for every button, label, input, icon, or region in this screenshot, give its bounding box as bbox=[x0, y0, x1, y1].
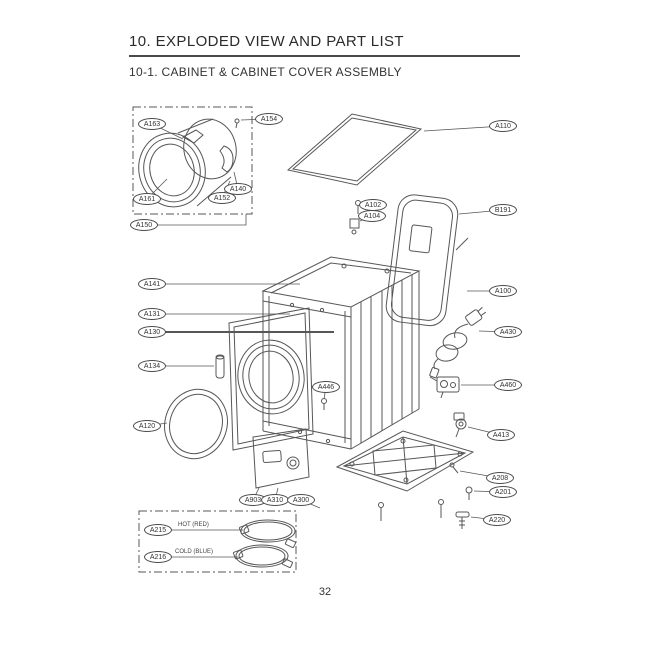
part-callout-A208: A208 bbox=[486, 472, 514, 484]
top-plate-art bbox=[286, 113, 423, 186]
pointer-arrow bbox=[455, 237, 469, 251]
hoses-art bbox=[232, 519, 296, 569]
part-callout-A110: A110 bbox=[489, 120, 517, 132]
part-callout-A216: A216 bbox=[144, 551, 172, 563]
part-callout-A446: A446 bbox=[312, 381, 340, 393]
page-header: 10. EXPLODED VIEW AND PART LIST 10-1. CA… bbox=[129, 33, 521, 79]
part-callout-B191: B191 bbox=[489, 204, 517, 216]
hinge-pin-art bbox=[215, 354, 225, 379]
base-tray-art bbox=[335, 430, 475, 492]
leader-line-A150 bbox=[144, 214, 247, 226]
part-callout-A460: A460 bbox=[494, 379, 522, 391]
part-callout-A152: A152 bbox=[208, 192, 236, 204]
part-callout-A141: A141 bbox=[138, 278, 166, 290]
door-detail-box bbox=[132, 106, 253, 215]
hose-box bbox=[138, 510, 297, 573]
part-callout-A130: A130 bbox=[138, 326, 166, 338]
part-callout-A413: A413 bbox=[487, 429, 515, 441]
lower-panel-art bbox=[252, 428, 310, 489]
part-callout-A161: A161 bbox=[133, 193, 161, 205]
part-callout-A140: A140 bbox=[224, 183, 252, 195]
part-callout-A154: A154 bbox=[255, 113, 283, 125]
hose-label-cold: COLD (BLUE) bbox=[174, 549, 215, 555]
section-title: 10. EXPLODED VIEW AND PART LIST bbox=[129, 33, 404, 50]
hose-label-hot: HOT (RED) bbox=[177, 522, 210, 528]
subsection-title: 10-1. CABINET & CABINET COVER ASSEMBLY bbox=[129, 65, 402, 79]
part-callout-A163: A163 bbox=[138, 118, 166, 130]
part-callout-A215: A215 bbox=[144, 524, 172, 536]
part-callout-A134: A134 bbox=[138, 360, 166, 372]
page-number: 32 bbox=[318, 586, 332, 598]
part-callout-A430: A430 bbox=[494, 326, 522, 338]
leg-art bbox=[455, 511, 470, 529]
bolt-art bbox=[449, 462, 459, 474]
door-assembly-art bbox=[138, 118, 240, 208]
gasket-art bbox=[164, 388, 228, 460]
rear-cover-art bbox=[385, 194, 459, 327]
valve-art bbox=[453, 412, 467, 438]
part-callout-A120: A120 bbox=[133, 420, 161, 432]
part-callout-A220: A220 bbox=[483, 514, 511, 526]
front-panel-art bbox=[228, 307, 314, 451]
part-callout-A150: A150 bbox=[130, 219, 158, 231]
base-screws-art bbox=[378, 499, 444, 521]
cabinet-frame-art bbox=[261, 256, 421, 450]
part-callout-A300: A300 bbox=[287, 494, 315, 506]
part-callout-A201: A201 bbox=[489, 486, 517, 498]
screw-art bbox=[465, 486, 473, 500]
part-callout-A100: A100 bbox=[489, 285, 517, 297]
part-callout-A310: A310 bbox=[261, 494, 289, 506]
title-divider bbox=[129, 55, 520, 57]
top-screws-art bbox=[349, 200, 361, 235]
power-cord-art bbox=[429, 306, 487, 379]
noise-filter-art bbox=[429, 376, 460, 399]
small-screw-art bbox=[321, 398, 327, 410]
leader-lines-layer bbox=[144, 118, 509, 558]
part-callout-A131: A131 bbox=[138, 308, 166, 320]
part-callout-A104: A104 bbox=[358, 210, 386, 222]
